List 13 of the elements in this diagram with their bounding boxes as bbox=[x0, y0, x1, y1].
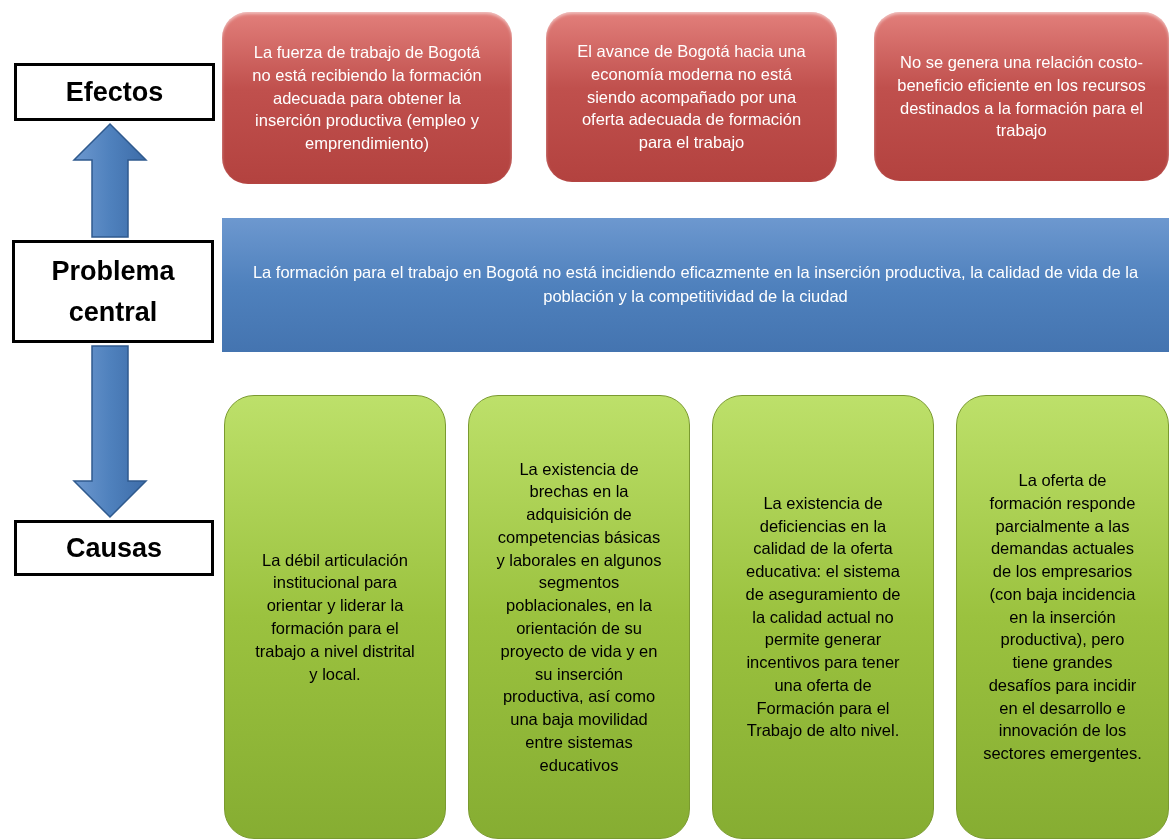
effect-box: La fuerza de trabajo de Bogotá no está recibiendo la formación adecuada para obtener la inserción productiva (empleo y emprendimiento) bbox=[222, 12, 512, 184]
cause-box: La débil articulación institucional para orientar y liderar la formación para el trabajo a nivel distrital y local. bbox=[224, 395, 446, 839]
effect-box: El avance de Bogotá hacia una economía moderna no está siendo acompañado por una oferta adecuada de formación para el trabajo bbox=[546, 12, 837, 182]
cause-box: La existencia de brechas en la adquisición de competencias básicas y laborales en algunos segmentos poblacionales, en la orientación de su proyecto de vida y en su inserción productiva, así como una baja movilidad entre sistemas educativos bbox=[468, 395, 690, 839]
block-arrow bbox=[72, 345, 148, 519]
cause-box: La existencia de deficiencias en la calidad de la oferta educativa: el sistema de aseguramiento de la calidad actual no permite generar incentivos para tener una oferta de Formación para el Trabajo de alto nivel. bbox=[712, 395, 934, 839]
row-label-box: Causas bbox=[14, 520, 214, 576]
cause-box: La oferta de formación responde parcialmente a las demandas actuales de los empresarios (con baja incidencia en la inserción productiva), pero tiene grandes desafíos para incidir en el desarrollo e innovación de los sectores emergentes. bbox=[956, 395, 1169, 839]
block-arrow bbox=[72, 122, 148, 238]
central-problem-box: La formación para el trabajo en Bogotá no está incidiendo eficazmente en la inserción productiva, la calidad de vida de la población y la competitividad de la ciudad bbox=[222, 218, 1169, 352]
row-label-box: Efectos bbox=[14, 63, 215, 121]
row-label-box: Problema central bbox=[12, 240, 214, 343]
effect-box: No se genera una relación costo-beneficio eficiente en los recursos destinados a la formación para el trabajo bbox=[874, 12, 1169, 181]
